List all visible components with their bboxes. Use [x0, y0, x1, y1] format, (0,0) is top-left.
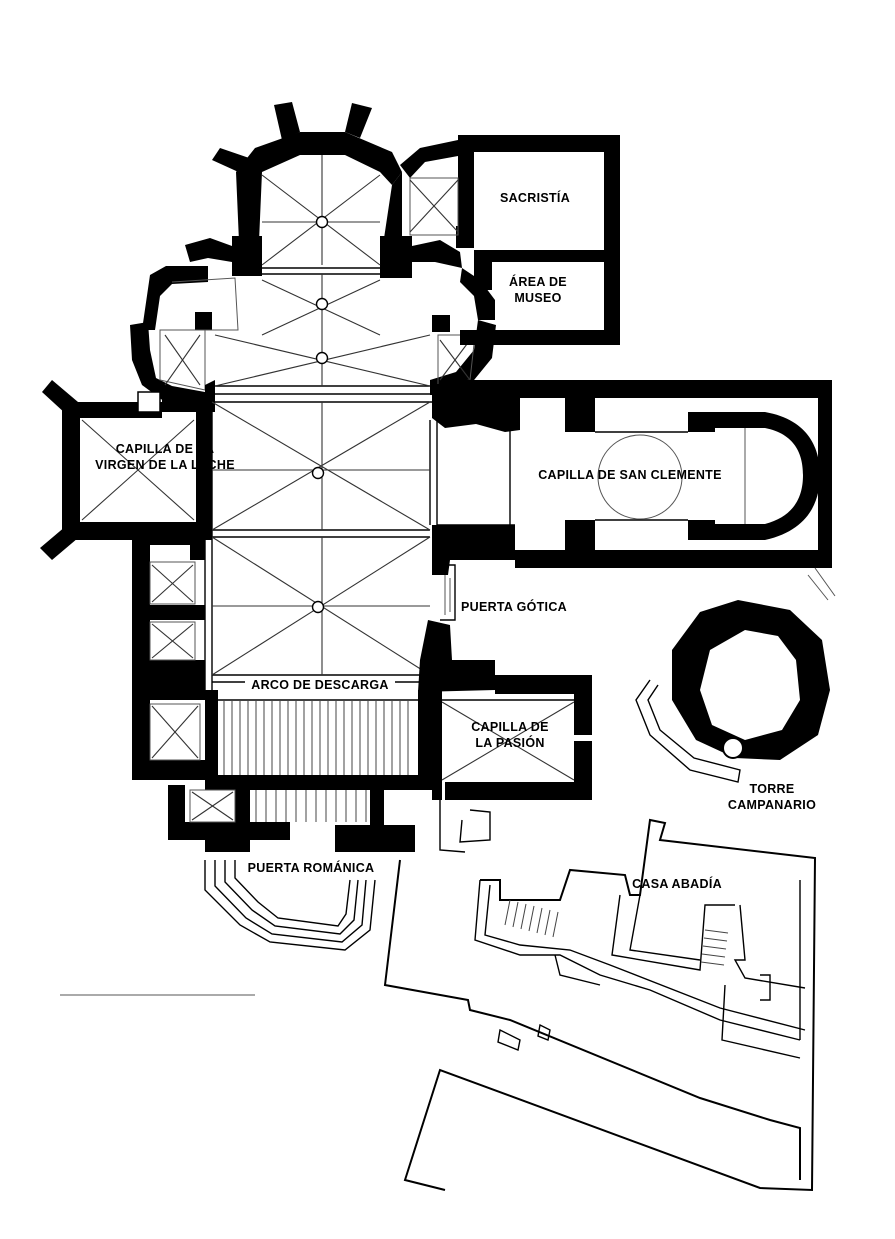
label-capilla-de-san-clemente: CAPILLA DE SAN CLEMENTE: [538, 468, 722, 482]
label-arco-de-descarga: ARCO DE DESCARGA: [245, 677, 395, 693]
puerta-romanica-area: [60, 785, 415, 996]
label-capilla-virgen-de-la-leche: CAPILLA DE LA VIRGEN DE LA LECHE: [95, 442, 235, 472]
label-torre-campanario: TORRE CAMPANARIO: [727, 782, 817, 812]
label-area-de-museo: ÁREA DE MUSEO: [509, 275, 567, 305]
nave: [162, 215, 520, 692]
label-sacristia: SACRISTÍA: [499, 191, 571, 205]
capilla-virgen-de-la-leche: [40, 380, 212, 560]
portico: [205, 690, 440, 790]
label-puerta-gotica: PUERTA GÓTICA: [461, 600, 567, 614]
left-radiating-chapels: [130, 238, 239, 408]
sacristia-block: [400, 135, 620, 345]
casa-abadia: [383, 800, 817, 1192]
label-puerta-romanica: PUERTA ROMÁNICA: [247, 861, 375, 875]
torre-campanario: [635, 567, 836, 783]
capilla-de-la-pasion: [432, 675, 592, 800]
label-capilla-de-la-pasion: CAPILLA DE LA PASIÓN: [471, 720, 549, 750]
left-side-chapels: [132, 525, 205, 780]
label-casa-abadia: CASA ABADÍA: [632, 877, 722, 891]
apse: [212, 102, 412, 278]
capilla-san-clemente: [437, 380, 832, 568]
